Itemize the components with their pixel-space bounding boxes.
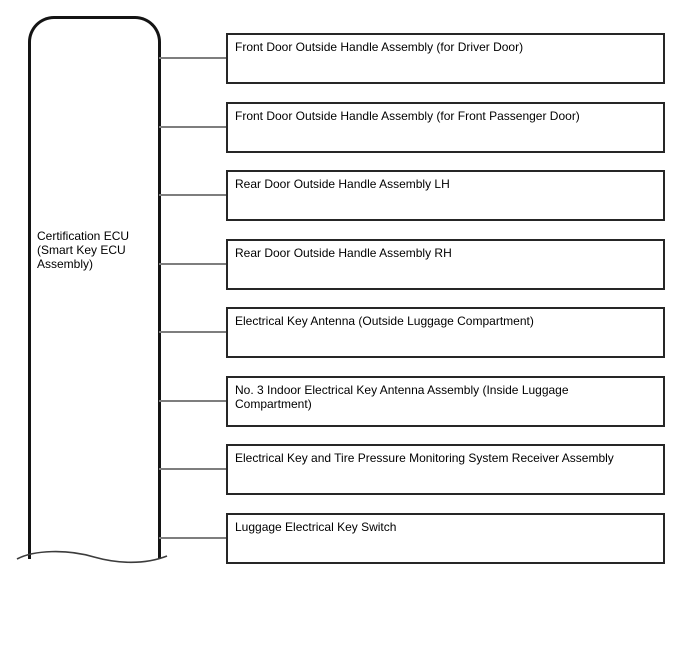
connector-line <box>159 126 226 128</box>
component-node-label: Electrical Key and Tire Pressure Monitor… <box>235 451 614 465</box>
connector-line <box>159 468 226 470</box>
certification-ecu-node: Certification ECU (Smart Key ECU Assembl… <box>28 16 161 559</box>
component-node-label: Electrical Key Antenna (Outside Luggage … <box>235 314 534 328</box>
connector-line <box>159 57 226 59</box>
certification-ecu-label: Certification ECU (Smart Key ECU Assembl… <box>37 229 130 271</box>
connector-line <box>159 400 226 402</box>
component-node: Electrical Key Antenna (Outside Luggage … <box>226 307 665 358</box>
component-node: Electrical Key and Tire Pressure Monitor… <box>226 444 665 495</box>
ecu-break-wave-line <box>16 550 168 564</box>
component-node: No. 3 Indoor Electrical Key Antenna Asse… <box>226 376 665 427</box>
component-node-label: Front Door Outside Handle Assembly (for … <box>235 109 580 123</box>
component-node: Front Door Outside Handle Assembly (for … <box>226 33 665 84</box>
component-node-label: Rear Door Outside Handle Assembly RH <box>235 246 452 260</box>
connector-line <box>159 537 226 539</box>
component-node-label: Luggage Electrical Key Switch <box>235 520 397 534</box>
component-node-label: Rear Door Outside Handle Assembly LH <box>235 177 450 191</box>
connector-line <box>159 194 226 196</box>
connector-line <box>159 263 226 265</box>
component-node-label: Front Door Outside Handle Assembly (for … <box>235 40 524 54</box>
component-node-label: No. 3 Indoor Electrical Key Antenna Asse… <box>235 383 569 411</box>
connector-line <box>159 331 226 333</box>
component-node: Front Door Outside Handle Assembly (for … <box>226 102 665 153</box>
component-node: Rear Door Outside Handle Assembly LH <box>226 170 665 221</box>
component-node: Rear Door Outside Handle Assembly RH <box>226 239 665 290</box>
component-node: Luggage Electrical Key Switch <box>226 513 665 564</box>
